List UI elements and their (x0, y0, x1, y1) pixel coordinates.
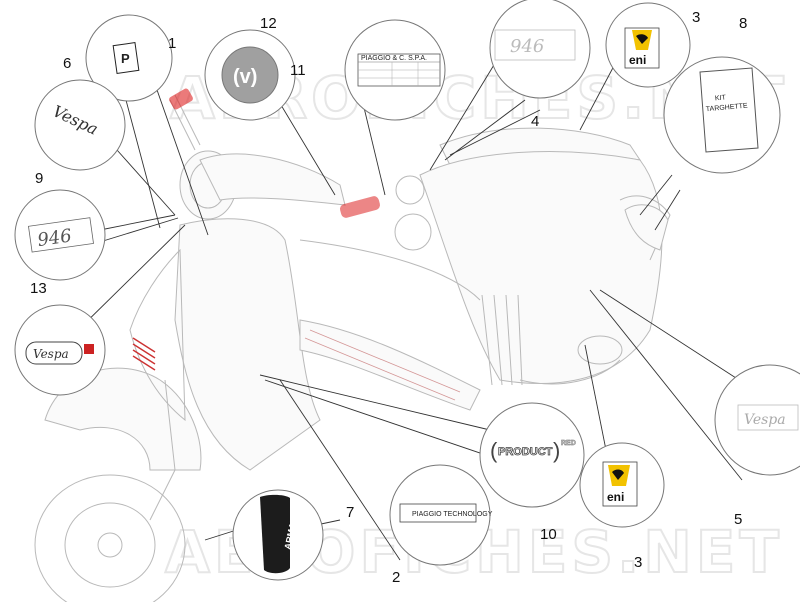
callout-10: ( PRODUCT ) RED (479, 402, 585, 508)
label-13: 13 (30, 280, 47, 297)
callout-2: PIAGGIO TECHNOLOGY (389, 464, 493, 566)
armani-badge (260, 494, 290, 574)
brand-mark-badge (221, 46, 279, 104)
decal-p-sticker (112, 42, 140, 74)
callout-12: (v) (204, 29, 296, 121)
right-grip (339, 196, 381, 218)
callout-7: ARMANI (232, 489, 324, 581)
callout-6-bubble (34, 79, 126, 171)
decal-p-text: P (121, 51, 130, 66)
svg-text:(: ( (490, 438, 498, 463)
decal-946-emblem: 946 (36, 225, 73, 251)
red-text: RED (561, 440, 576, 447)
callout-5: Vespa (714, 364, 800, 476)
brand-mark-text: (v) (233, 66, 257, 88)
leg-shield (174, 218, 321, 471)
label-7: 7 (346, 504, 354, 521)
label-3-top: 3 (692, 9, 700, 26)
left-grip (169, 88, 193, 110)
callout-3-bottom: eni (579, 442, 665, 528)
info-label-header: PIAGGIO & C. S.P.A. (361, 55, 427, 62)
kit-line2: TARGHETTE (706, 103, 749, 114)
callout-4: 946 (489, 0, 591, 99)
label-10: 10 (540, 526, 557, 543)
callout-10-bubble (479, 402, 585, 508)
decal-vespa-side: Vespa (744, 412, 786, 428)
eni-text-bottom: eni (607, 490, 624, 504)
piaggio-plate (399, 503, 477, 523)
decal-946-tank: 946 (510, 36, 544, 57)
label-2: 2 (392, 569, 400, 586)
kit-bag (699, 67, 759, 153)
label-9: 9 (35, 170, 43, 187)
label-12: 12 (260, 15, 277, 32)
callout-8: KIT TARGHETTE (663, 56, 781, 174)
callout-1: P (85, 14, 173, 102)
kit-line1: KIT (715, 94, 727, 102)
rear-light (624, 204, 669, 251)
callout-11: PIAGGIO & C. S.P.A. (344, 19, 446, 121)
callout-9: 946 (14, 189, 106, 281)
decal-vespa-oval: Vespa (33, 347, 69, 361)
label-1: 1 (168, 35, 176, 52)
decal-vespa-oval-tag (84, 344, 94, 354)
callout-3-top: eni (605, 2, 691, 88)
callout-6: Vespa (34, 79, 126, 171)
scooter-drawing (34, 88, 671, 602)
label-6: 6 (63, 55, 71, 72)
label-3-bottom: 3 (634, 554, 642, 571)
label-4: 4 (531, 113, 539, 130)
svg-text:): ) (553, 438, 560, 463)
label-5: 5 (734, 511, 742, 528)
piaggio-plate-text: PIAGGIO TECHNOLOGY (412, 511, 493, 518)
floorboard (299, 319, 481, 411)
label-11: 11 (290, 62, 306, 79)
handlebar-cover (199, 153, 346, 206)
side-panel (419, 151, 663, 384)
product-text: PRODUCT (498, 446, 553, 458)
front-wheel (34, 474, 186, 602)
eni-text-top: eni (629, 53, 646, 67)
label-8: 8 (739, 15, 747, 32)
callout-13: Vespa (14, 304, 106, 396)
